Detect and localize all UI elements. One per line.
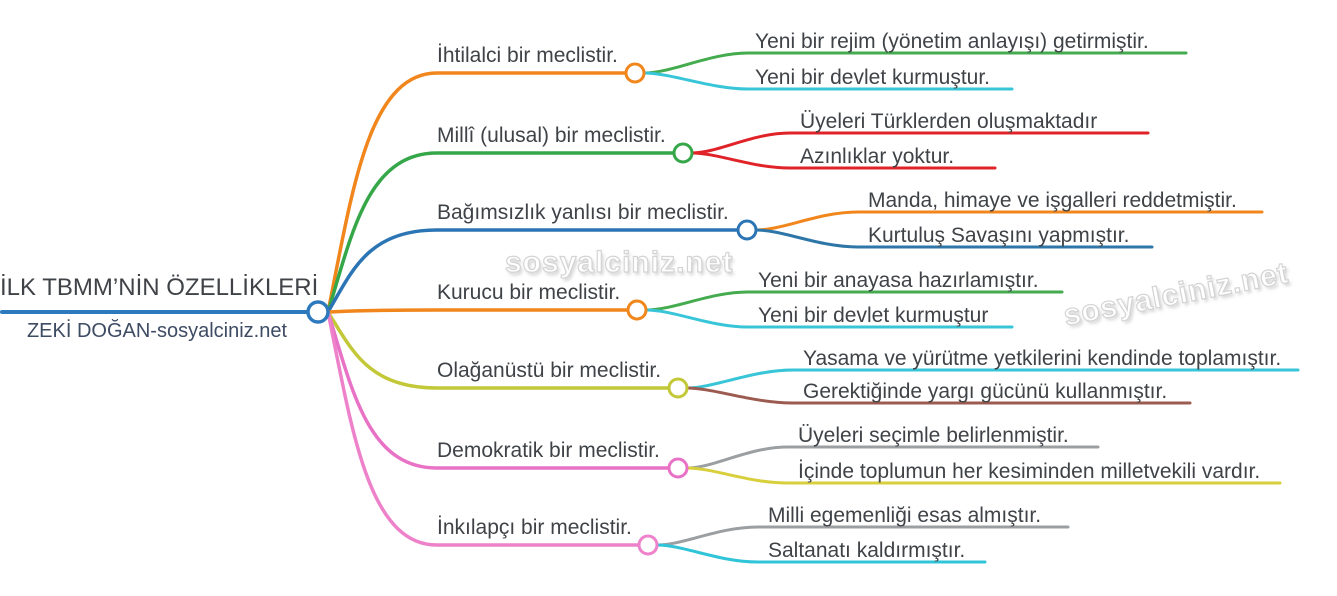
child-label: Milli egemenliği esas almıştır. — [768, 504, 1042, 527]
child-label: Manda, himaye ve işgalleri reddetmiştir. — [868, 189, 1237, 212]
branch-line-olaganustu — [326, 310, 671, 390]
branch-line-bagimsizlik — [326, 228, 740, 314]
child-line — [655, 543, 987, 564]
child-label: Kurtuluş Savaşını yapmıştır. — [868, 224, 1130, 247]
child-label: Saltanatı kaldırmıştır. — [768, 539, 966, 562]
child-line — [685, 466, 1282, 485]
watermark-text: sosyalciniz.net — [504, 245, 734, 279]
child-line — [685, 445, 1100, 470]
root-subtitle: ZEKİ DOĞAN-sosyalciniz.net — [26, 320, 288, 342]
branch-line-ihtilalci — [326, 71, 628, 314]
child-label: Yeni bir devlet kurmuştur. — [755, 66, 991, 89]
branch-node-circle — [672, 142, 694, 164]
child-line — [685, 368, 1300, 390]
child-label: Azınlıklar yoktur. — [800, 145, 955, 168]
root-title: İLK TBMM’NİN ÖZELLİKLERİ — [0, 274, 319, 301]
child-label: Üyeleri Türklerden oluşmaktadır — [800, 110, 1098, 133]
branch-node-circle — [626, 299, 648, 321]
child-label: Gerektiğinde yargı gücünü kullanmıştır. — [803, 380, 1168, 403]
child-label: İçinde toplumun her kesiminden milletvek… — [798, 460, 1261, 483]
child-line — [685, 386, 1192, 405]
branch-line-milli — [326, 151, 676, 314]
branch-line-demokratik — [326, 310, 671, 470]
root-node-circle — [306, 300, 330, 324]
branch-label-bagimsizlik: Bağımsızlık yanlısı bir meclistir. — [437, 201, 729, 224]
branch-label-ihtilalci: İhtilalci bir meclistir. — [437, 44, 618, 67]
branch-label-kurucu: Kurucu bir meclistir. — [437, 281, 621, 304]
child-line — [754, 210, 1264, 232]
child-label: Yasama ve yürütme yetkilerini kendinde t… — [803, 347, 1282, 370]
branch-label-milli: Millî (ulusal) bir meclistir. — [437, 124, 666, 147]
child-label: Yeni bir devlet kurmuştur — [758, 304, 989, 327]
child-label: Yeni bir anayasa hazırlamıştır. — [758, 269, 1039, 292]
branch-label-inkilapci: İnkılapçı bir meclistir. — [437, 516, 632, 539]
child-line — [690, 131, 1150, 155]
branch-node-circle — [637, 534, 659, 556]
branch-node-circle — [667, 377, 689, 399]
branch-label-olaganustu: Olağanüstü bir meclistir. — [437, 359, 662, 382]
child-line — [642, 71, 1014, 91]
child-line — [642, 51, 1188, 75]
branch-node-circle — [736, 219, 758, 241]
child-label: Yeni bir rejim (yönetim anlayışı) getirm… — [755, 30, 1149, 53]
child-label: Üyeleri seçimle belirlenmiştir. — [798, 424, 1069, 447]
branch-line-kurucu — [326, 308, 630, 314]
child-line — [644, 290, 1064, 312]
child-line — [690, 151, 997, 170]
child-line — [644, 308, 1014, 329]
branch-node-circle — [624, 62, 646, 84]
child-line — [655, 525, 1070, 547]
branch-label-demokratik: Demokratik bir meclistir. — [437, 439, 660, 462]
child-line — [754, 228, 1154, 249]
branch-line-inkilapci — [326, 310, 641, 547]
branch-node-circle — [667, 457, 689, 479]
